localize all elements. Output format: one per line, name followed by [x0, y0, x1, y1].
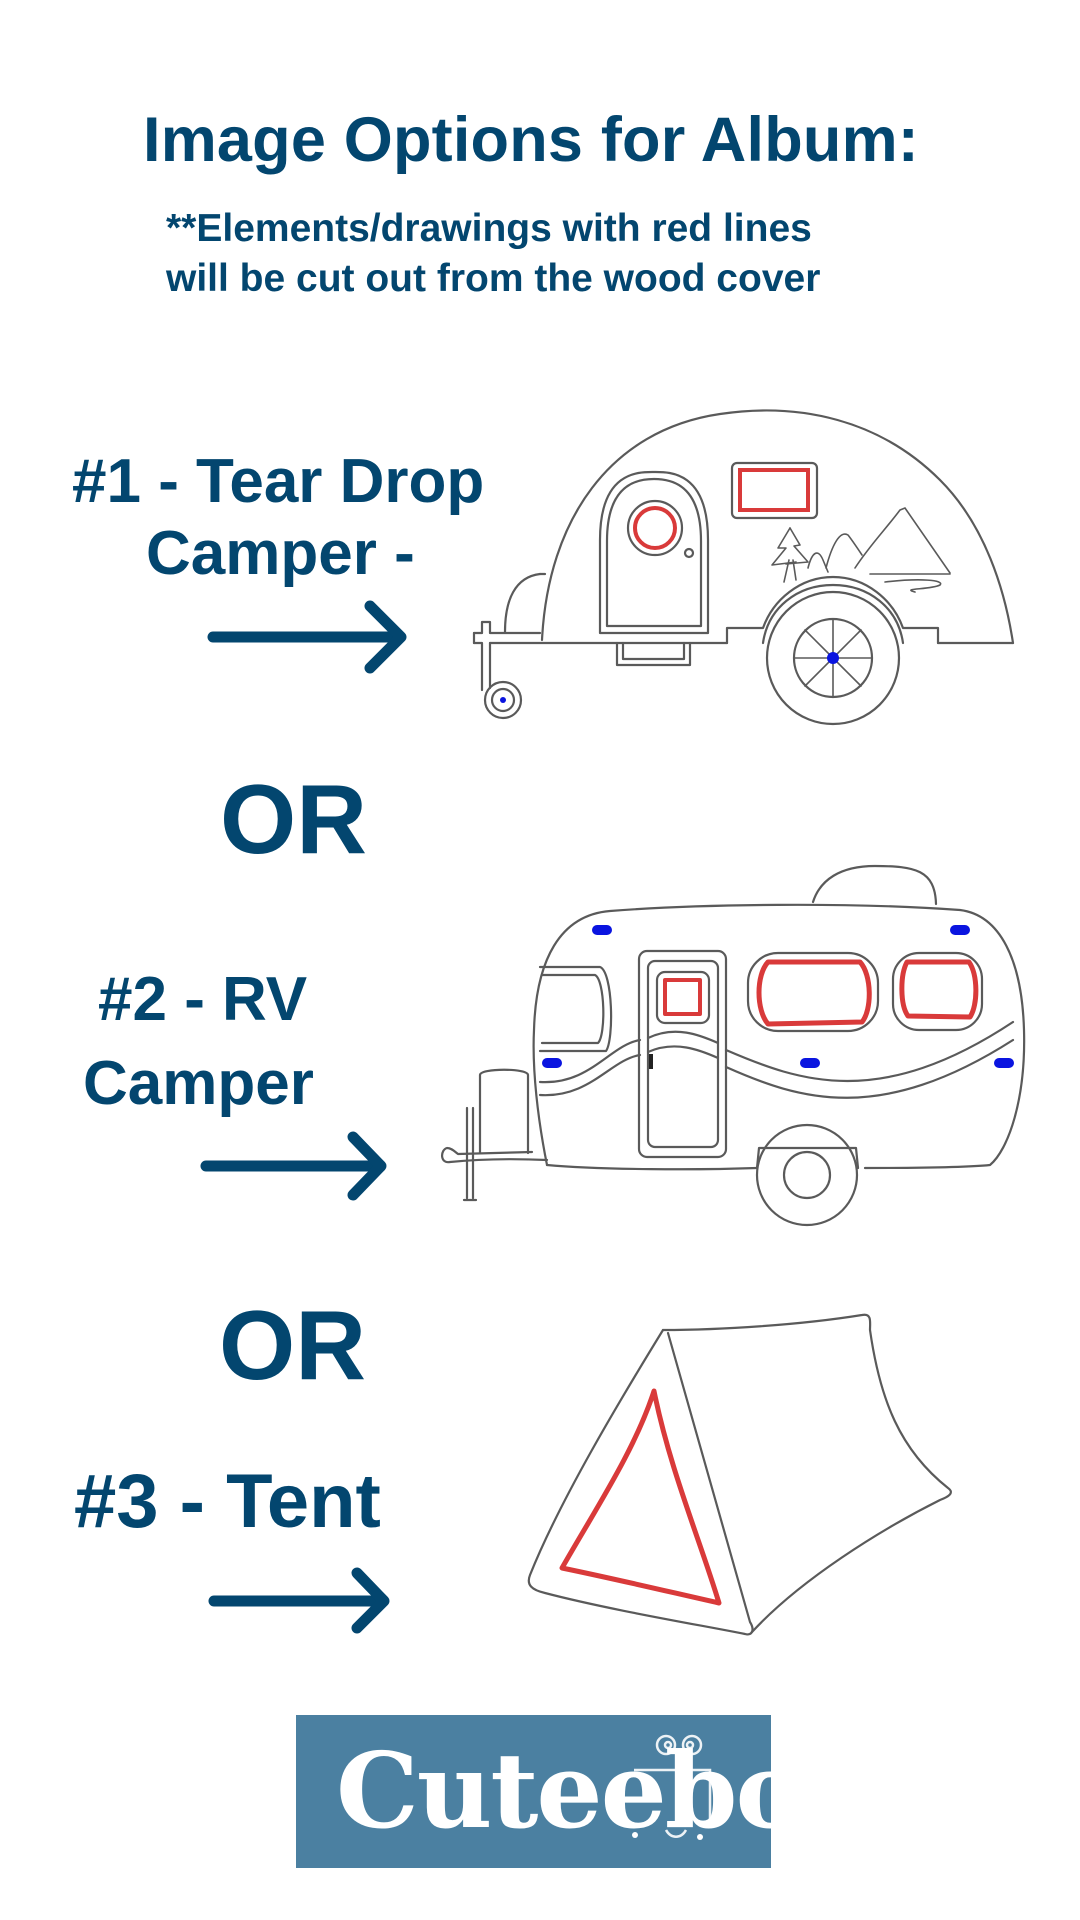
rv-markers — [542, 925, 1014, 1069]
tent-drawing — [527, 1313, 952, 1636]
cut-note-line-2: will be cut out from the wood cover — [166, 257, 821, 300]
teardrop-cut-lines — [633, 468, 810, 550]
option-2-label: #2 - RV — [98, 965, 308, 1034]
arrow-right-icon — [208, 1567, 390, 1634]
or-separator-1: OR — [220, 764, 367, 874]
logo-ornament-icon — [632, 1734, 712, 1840]
rv-camper-drawing — [441, 864, 1026, 1227]
brand-logo: Cuteeboo — [296, 1715, 872, 1868]
or-separator-2: OR — [219, 1290, 366, 1400]
option-3-label: #3 - Tent — [74, 1459, 381, 1544]
arrow-right-icon — [200, 1131, 387, 1201]
cut-note-line-1: **Elements/drawings with red lines — [166, 207, 812, 250]
logo-text: Cuteeboo — [336, 1729, 872, 1852]
option-2-label-line-2: Camper — [83, 1049, 314, 1118]
teardrop-camper-drawing — [472, 409, 1015, 726]
page-title: Image Options for Album: — [143, 105, 919, 175]
arrow-right-icon — [207, 600, 407, 674]
tent-cut-lines — [559, 1388, 722, 1606]
rv-cut-lines — [663, 959, 979, 1027]
option-1-label: #1 - Tear Drop — [72, 447, 485, 516]
option-1-label-line-2: Camper - — [146, 519, 415, 588]
